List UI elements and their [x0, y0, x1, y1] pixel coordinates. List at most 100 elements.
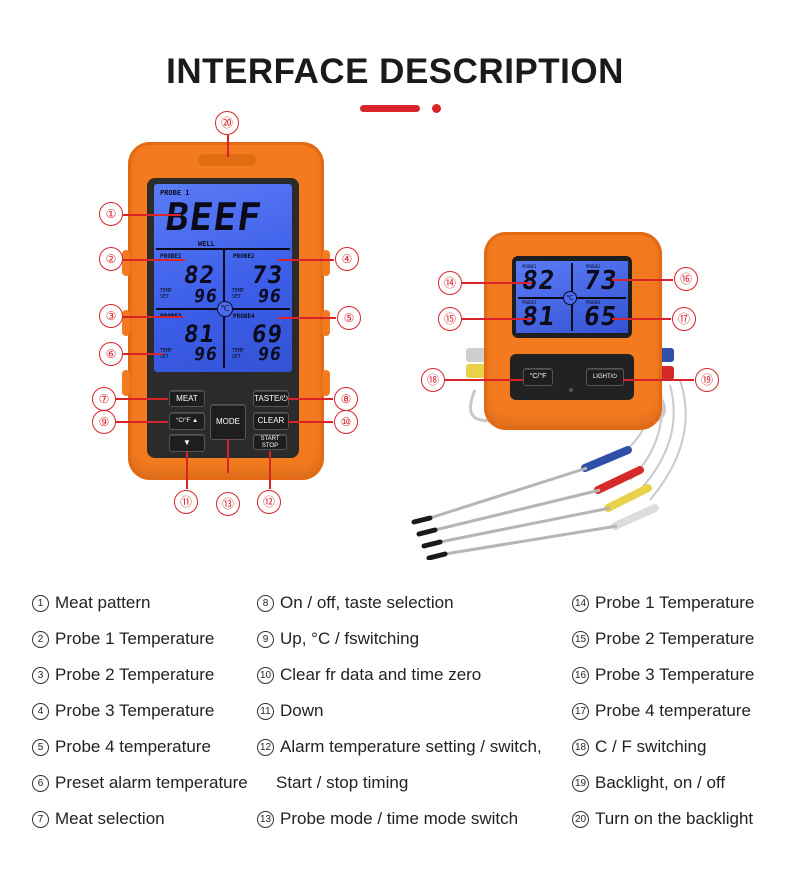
- callout-6: ⑥: [99, 342, 123, 366]
- callout-19: ⑲: [695, 368, 719, 392]
- callout-line: [116, 421, 168, 423]
- mode-button[interactable]: MODE: [210, 404, 246, 440]
- callout-line: [288, 398, 333, 400]
- reset-hole: [569, 388, 573, 392]
- legend-item: Start / stop timing: [276, 773, 409, 792]
- callout-line: [123, 353, 163, 355]
- callout-line: [123, 259, 185, 261]
- probe2-temp: 73: [250, 261, 285, 289]
- callout-line: [612, 318, 671, 320]
- callout-line: [269, 451, 271, 489]
- taste-power-button[interactable]: TASTE/⏻: [253, 390, 289, 407]
- callout-18: ⑱: [421, 368, 445, 392]
- down-button[interactable]: ▼: [169, 434, 205, 452]
- celsius-icon: ℃: [563, 291, 577, 305]
- callout-line: [462, 318, 532, 320]
- lcd-cell-label: PROBE2: [233, 253, 255, 260]
- callout-15: ⑮: [438, 307, 462, 331]
- lcd-cell-label: PROBE4: [233, 313, 255, 320]
- probe1-set: 96: [192, 286, 220, 307]
- callout-2: ②: [99, 247, 123, 271]
- callout-5: ⑤: [337, 306, 361, 330]
- page-title: INTERFACE DESCRIPTION: [166, 52, 624, 91]
- lcd-cell-label: PROBE2: [586, 264, 601, 269]
- callout-10: ⑩: [334, 410, 358, 434]
- callout-line: [445, 379, 523, 381]
- backlight-tab[interactable]: [198, 154, 256, 166]
- lcd-tempset-label: TEMP SET: [232, 348, 245, 360]
- lcd-cell-label: PROBE1: [522, 264, 537, 269]
- callout-20: ⑳: [215, 111, 239, 135]
- probe4-temp-compact: 65: [581, 302, 620, 332]
- callout-17: ⑰: [672, 307, 696, 331]
- start-stop-button[interactable]: START STOP: [253, 434, 287, 450]
- up-cf-button[interactable]: °C/°F ▲: [169, 412, 205, 430]
- callout-line: [227, 135, 229, 157]
- callout-13: ⑬: [216, 492, 240, 516]
- probe4-set: 96: [256, 344, 284, 365]
- callout-line: [123, 214, 181, 216]
- device-side-bump: [322, 310, 330, 336]
- meat-button[interactable]: MEAT: [169, 390, 205, 407]
- probe3-temp-compact: 73: [581, 266, 620, 296]
- callout-4: ④: [335, 247, 359, 271]
- callout-1: ①: [99, 202, 123, 226]
- callout-9: ⑨: [92, 410, 116, 434]
- callout-line: [186, 451, 188, 489]
- probe3-set: 96: [192, 344, 220, 365]
- title-dot: [432, 104, 441, 113]
- lcd-tempset-label: TEMP SET: [160, 348, 173, 360]
- callout-line: [227, 439, 229, 473]
- callout-line: [278, 317, 336, 319]
- lcd-tempset-label: TEMP SET: [232, 288, 245, 300]
- lcd-meat-display: BEEF: [162, 195, 265, 239]
- lcd-cell-label: PROBE3: [522, 300, 537, 305]
- callout-line: [123, 316, 183, 318]
- callout-11: ⑪: [174, 490, 198, 514]
- lcd-tempset-label: TEMP SET: [160, 288, 173, 300]
- lcd-divider: [156, 248, 290, 250]
- lcd-cell-label: PROBE4: [586, 300, 601, 305]
- lcd-doneness: WELL: [198, 240, 215, 248]
- light-power-button[interactable]: LIGHT/⏻: [586, 368, 624, 386]
- callout-line: [462, 282, 532, 284]
- callout-line: [278, 259, 334, 261]
- title-underline: [360, 105, 420, 112]
- device-side-bump: [322, 370, 330, 396]
- device-side-bump: [122, 310, 130, 336]
- clear-button[interactable]: CLEAR: [253, 412, 289, 430]
- probe1-temp: 82: [182, 261, 217, 289]
- callout-14: ⑭: [438, 271, 462, 295]
- callout-line: [116, 398, 168, 400]
- device-side-bump: [122, 250, 130, 276]
- callout-3: ③: [99, 304, 123, 328]
- probe2-temp-compact: 81: [519, 302, 558, 332]
- callout-7: ⑦: [92, 387, 116, 411]
- celsius-icon: ℃: [217, 301, 233, 317]
- probe2-set: 96: [256, 286, 284, 307]
- callout-line: [623, 379, 694, 381]
- callout-16: ⑯: [674, 267, 698, 291]
- callout-8: ⑧: [334, 387, 358, 411]
- cf-button[interactable]: °C/°F: [523, 368, 553, 386]
- callout-line: [612, 279, 673, 281]
- device-side-bump: [322, 250, 330, 276]
